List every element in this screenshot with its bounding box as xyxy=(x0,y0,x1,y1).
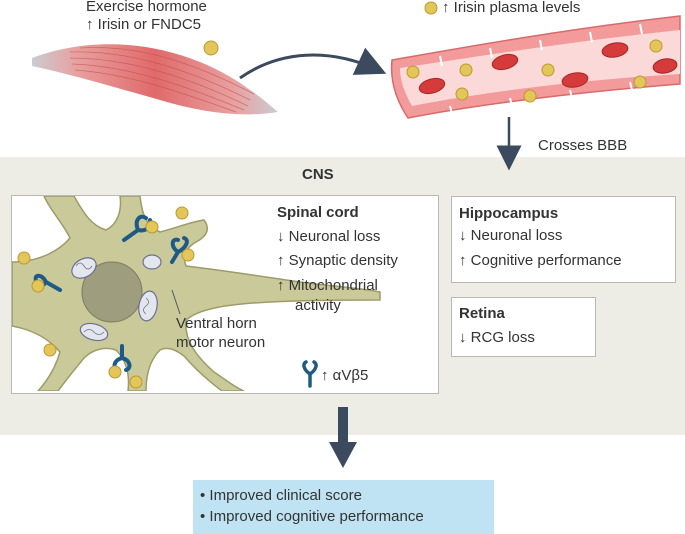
outcome-item: • Improved clinical score xyxy=(200,487,362,504)
muscle-icon xyxy=(32,44,278,115)
receptor-icon xyxy=(302,360,318,388)
hippocampus-box xyxy=(451,196,676,283)
spinal-item: ↑ Synaptic density xyxy=(277,252,398,269)
spinal-item: ↑ Mitochondrial xyxy=(277,277,378,294)
exercise-title: Exercise hormone xyxy=(86,0,207,15)
outcome-item: • Improved cognitive performance xyxy=(200,508,424,525)
retina-box xyxy=(451,297,596,357)
hippocampus-item: ↑ Cognitive performance xyxy=(459,252,622,269)
arrow-icon xyxy=(329,407,357,468)
bbb-label: Crosses BBB xyxy=(538,137,628,154)
retina-item: ↓ RCG loss xyxy=(459,329,535,346)
irisin-particle-icon xyxy=(424,1,438,15)
irisin-particle-icon xyxy=(17,206,195,389)
outcome-box xyxy=(193,480,494,534)
retina-title: Retina xyxy=(459,305,505,322)
spinal-cord-title: Spinal cord xyxy=(277,204,359,221)
receptor-legend: ↑ αVβ5 xyxy=(321,367,369,384)
leader-line xyxy=(171,289,181,315)
arrow-icon xyxy=(239,47,387,80)
blood-vessel-icon xyxy=(390,15,681,119)
hippocampus-item: ↓ Neuronal loss xyxy=(459,227,563,244)
hippocampus-title: Hippocampus xyxy=(459,205,559,222)
neuron-label: Ventral horn xyxy=(176,315,257,332)
irisin-particle-icon xyxy=(203,40,219,56)
spinal-item: activity xyxy=(295,297,341,314)
neuron-label: motor neuron xyxy=(176,334,266,351)
neuron-icon xyxy=(12,196,381,391)
spinal-item: ↓ Neuronal loss xyxy=(277,228,381,245)
exercise-subtitle: ↑ Irisin or FNDC5 xyxy=(86,16,202,33)
plasma-label: ↑ Irisin plasma levels xyxy=(442,0,581,16)
cns-title: CNS xyxy=(302,166,334,183)
